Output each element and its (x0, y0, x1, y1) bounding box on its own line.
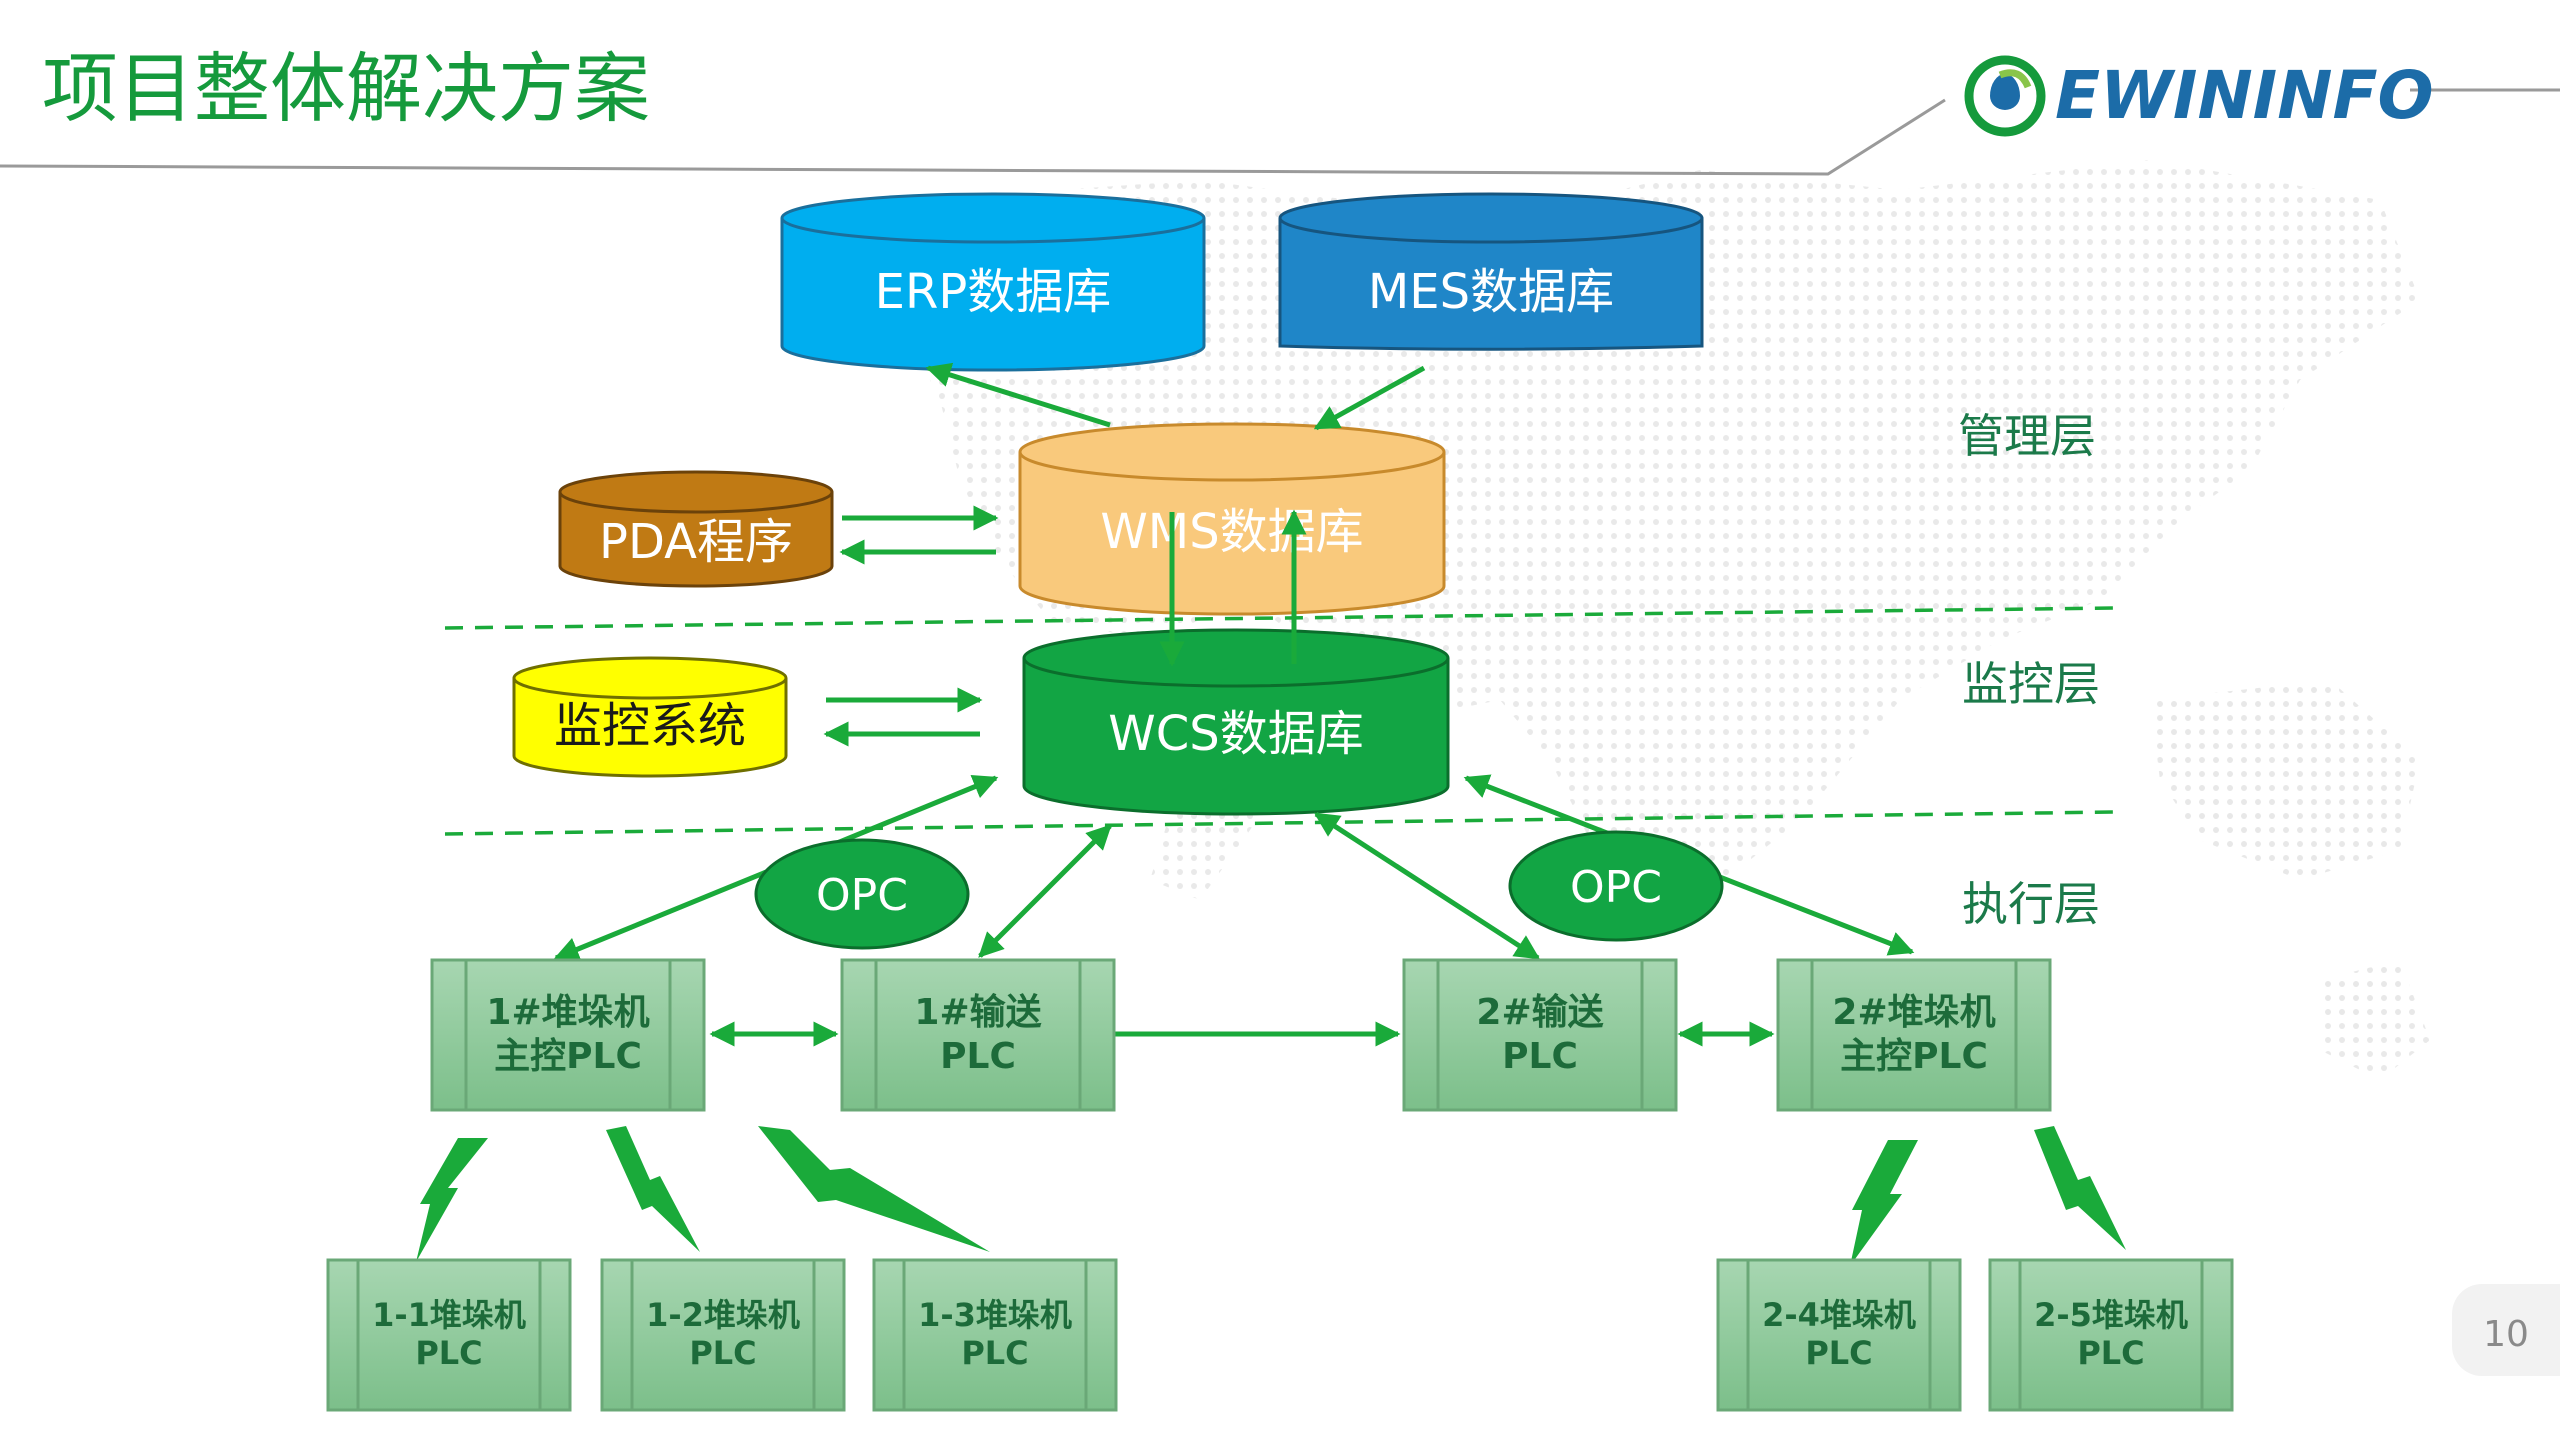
plc-stacker1-main-line2: 主控PLC (494, 1036, 642, 1077)
erp-database: ERP数据库 (780, 192, 1206, 372)
pda-program-label: PDA程序 (599, 514, 793, 570)
page-number-tab: 10 (2452, 1284, 2560, 1376)
plc-stacker-2-4-line1: 2-4堆垛机 (1762, 1296, 1916, 1334)
plc-conveyor2-line2: PLC (1502, 1036, 1578, 1077)
lightning-icon (416, 1138, 488, 1262)
opc-left: OPC (754, 838, 970, 950)
mes-database: MES数据库 (1278, 192, 1704, 351)
plc-conveyor1: 1#输送 PLC (840, 958, 1116, 1112)
plc-stacker-2-4-line2: PLC (1805, 1334, 1872, 1372)
layer-label-execution: 执行层 (1962, 877, 2100, 931)
plc-stacker2-main-line2: 主控PLC (1840, 1036, 1988, 1077)
page-title: 项目整体解决方案 (42, 44, 650, 133)
opc-right: OPC (1508, 830, 1724, 942)
plc-stacker-1-1-line2: PLC (415, 1334, 482, 1372)
layer-label-management: 管理层 (1958, 409, 2096, 463)
opc-left-label: OPC (816, 870, 908, 921)
lightning-icon (2034, 1126, 2126, 1250)
plc-stacker-1-3-line1: 1-3堆垛机 (918, 1296, 1072, 1334)
wcs-database-label: WCS数据库 (1108, 706, 1363, 762)
plc-stacker-1-1-line1: 1-1堆垛机 (372, 1296, 526, 1334)
wms-database-label: WMS数据库 (1100, 504, 1363, 560)
plc-stacker-2-5-line1: 2-5堆垛机 (2034, 1296, 2188, 1334)
wms-database: WMS数据库 (1018, 422, 1446, 616)
plc-conveyor2: 2#输送 PLC (1402, 958, 1678, 1112)
plc-conveyor2-line1: 2#输送 (1476, 992, 1603, 1033)
plc-stacker2-main: 2#堆垛机 主控PLC (1776, 958, 2052, 1112)
arrow-wcs-conveyor1 (978, 824, 1112, 958)
plc-stacker2-main-line1: 2#堆垛机 (1832, 992, 1995, 1033)
plc-stacker-1-1: 1-1堆垛机 PLC (326, 1258, 572, 1412)
logo-text: EWININFO (2055, 57, 2434, 134)
plc-stacker1-main-line1: 1#堆垛机 (486, 992, 649, 1033)
wcs-database: WCS数据库 (1022, 628, 1450, 816)
plc-conveyor1-line1: 1#输送 (914, 992, 1041, 1033)
monitor-system: 监控系统 (512, 656, 788, 778)
layer-divider-top (444, 606, 2116, 630)
plc-stacker-1-2-line2: PLC (689, 1334, 756, 1372)
header-divider (0, 98, 1946, 176)
plc-conveyor1-line2: PLC (940, 1036, 1016, 1077)
plc-stacker-2-5: 2-5堆垛机 PLC (1988, 1258, 2234, 1412)
plc-stacker-1-3: 1-3堆垛机 PLC (872, 1258, 1118, 1412)
plc-stacker-2-4: 2-4堆垛机 PLC (1716, 1258, 1962, 1412)
erp-database-label: ERP数据库 (875, 264, 1112, 320)
monitor-system-label: 监控系统 (554, 698, 746, 754)
mes-database-label: MES数据库 (1368, 264, 1614, 320)
arrow-wcs-conveyor2 (1313, 811, 1541, 961)
page-number: 10 (2483, 1314, 2529, 1355)
lightning-icon (606, 1126, 700, 1252)
plc-stacker-2-5-line2: PLC (2077, 1334, 2144, 1372)
plc-stacker-1-2-line1: 1-2堆垛机 (646, 1296, 800, 1334)
plc-stacker1-main: 1#堆垛机 主控PLC (430, 958, 706, 1112)
plc-stacker-1-3-line2: PLC (961, 1334, 1028, 1372)
wireless-links (416, 1126, 2126, 1266)
lightning-icon (758, 1126, 990, 1252)
arrow-wms-erp (925, 362, 1111, 428)
ewininfo-logo: EWININFO (1964, 55, 2434, 137)
layer-label-monitoring: 监控层 (1962, 657, 2100, 711)
plc-stacker-1-2: 1-2堆垛机 PLC (600, 1258, 846, 1412)
pda-program: PDA程序 (558, 470, 834, 588)
opc-right-label: OPC (1570, 862, 1662, 913)
layer-divider-bottom (444, 810, 2116, 836)
lightning-icon (1850, 1140, 1918, 1266)
arrow-mes-wms (1313, 365, 1426, 431)
